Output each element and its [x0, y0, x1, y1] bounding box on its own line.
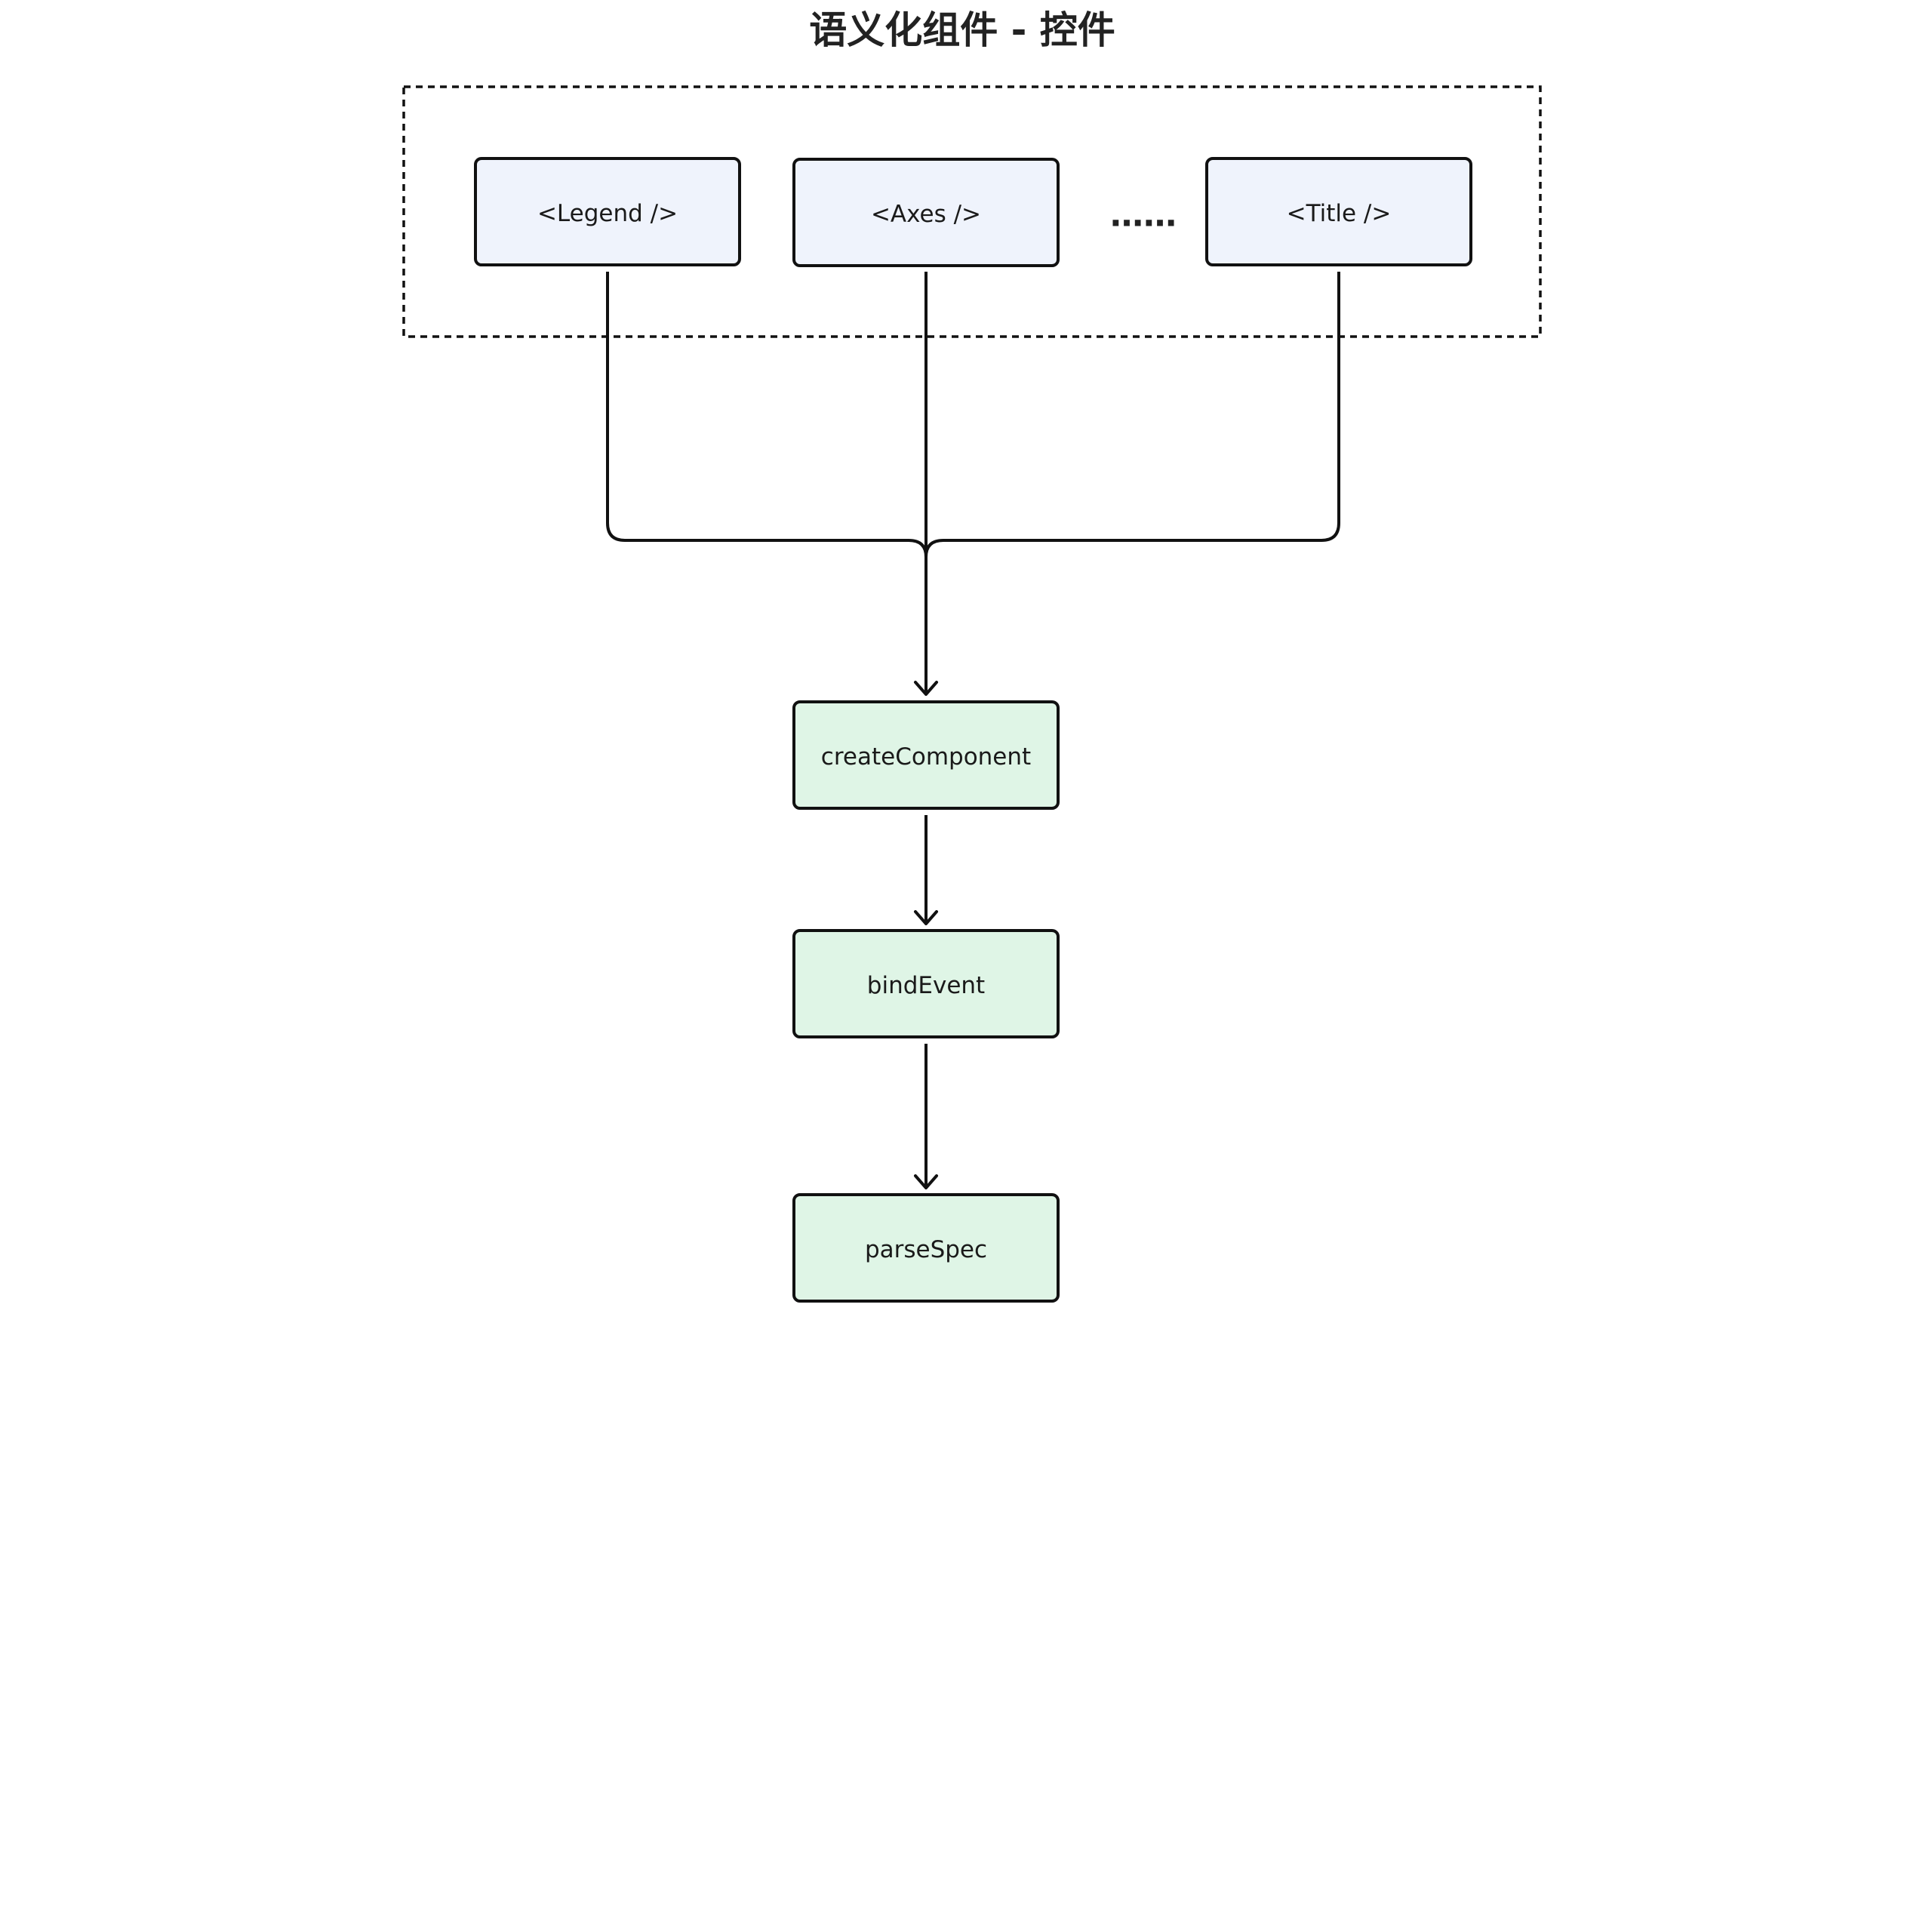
edge-title-to-create: [924, 272, 1340, 558]
arrowhead-bind: [914, 910, 938, 925]
node-create-component: createComponent: [792, 700, 1060, 810]
node-bind-event-label: bindEvent: [867, 972, 985, 999]
node-parse-spec-box: [792, 1193, 1060, 1303]
node-axes: <Axes />: [792, 158, 1060, 267]
diagram-title: 语义化组件 - 控件: [809, 8, 1115, 52]
arrowhead-parse: [914, 1174, 938, 1189]
node-axes-label: <Axes />: [871, 201, 981, 228]
node-bind-event-box: [792, 929, 1060, 1038]
node-parse-spec: parseSpec: [792, 1193, 1060, 1303]
node-title-box: [1205, 157, 1472, 266]
node-legend-label: <Legend />: [537, 200, 678, 227]
node-bind-event: bindEvent: [792, 929, 1060, 1038]
node-parse-spec-label: parseSpec: [865, 1236, 987, 1263]
node-axes-box: [792, 158, 1060, 267]
node-create-component-label: createComponent: [821, 743, 1031, 771]
arrowhead-create: [914, 681, 938, 696]
component-group: [402, 85, 1542, 338]
node-create-component-box: [792, 700, 1060, 810]
ellipsis-text: ……: [1110, 196, 1177, 235]
node-title-label: <Title />: [1287, 200, 1392, 227]
node-legend: <Legend />: [474, 157, 741, 266]
node-title: <Title />: [1205, 157, 1472, 266]
node-legend-box: [474, 157, 741, 266]
edge-legend-to-create: [606, 272, 928, 558]
